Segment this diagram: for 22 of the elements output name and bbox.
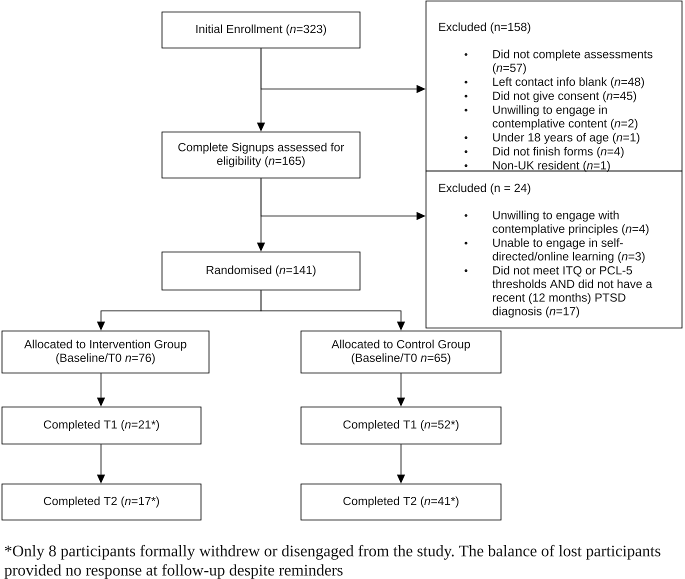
process-box: Completed T2 (n=17*) xyxy=(2,484,202,520)
list-item: Unwilling to engage with contemplative principles (n=4) xyxy=(492,210,649,236)
list-item: Did not meet ITQ or PCL-5 thresholds AND did not have a recent (12 months) PTSD diagnosis (n=17) xyxy=(492,266,652,318)
list-item: Left contact info blank (n=48) xyxy=(493,77,644,88)
list-item: Non-UK resident (n=1) xyxy=(493,160,610,172)
list-item: Did not complete assessments (n=57) xyxy=(492,50,652,74)
process-box: Completed T1 (n=21*) xyxy=(2,406,202,444)
footnote: *Only 8 participants formally withdrew or disengaged from the study. The balance of lost participants provided no response at follow-up despite reminders xyxy=(4,544,660,579)
list-item: Under 18 years of age (n=1) xyxy=(493,132,640,144)
list-item: Unwilling to engage in contemplative content (n=2) xyxy=(492,105,638,130)
process-box: Allocated to Intervention Group (Baseline/T0 n=76) xyxy=(2,330,210,374)
box-heading: Excluded (n=158) xyxy=(439,22,530,34)
process-box: Randomised (n=141) xyxy=(162,252,360,290)
process-box: Completed T2 (n=41*) xyxy=(300,484,502,520)
process-box: Complete Signups assessed for eligibility (n=165) xyxy=(162,132,360,178)
process-box: Completed T1 (n=52*) xyxy=(300,406,502,444)
process-box: Allocated to Control Group (Baseline/T0 n=65) xyxy=(300,330,502,374)
process-box: Initial Enrollment (n=323) xyxy=(162,12,360,48)
list-item: Unable to engage in self-directed/online learning (n=3) xyxy=(492,238,645,263)
box-heading: Excluded (n = 24) xyxy=(439,183,530,194)
list-item: Did not finish forms (n=4) xyxy=(493,146,624,158)
list-item: Did not give consent (n=45) xyxy=(493,91,636,102)
